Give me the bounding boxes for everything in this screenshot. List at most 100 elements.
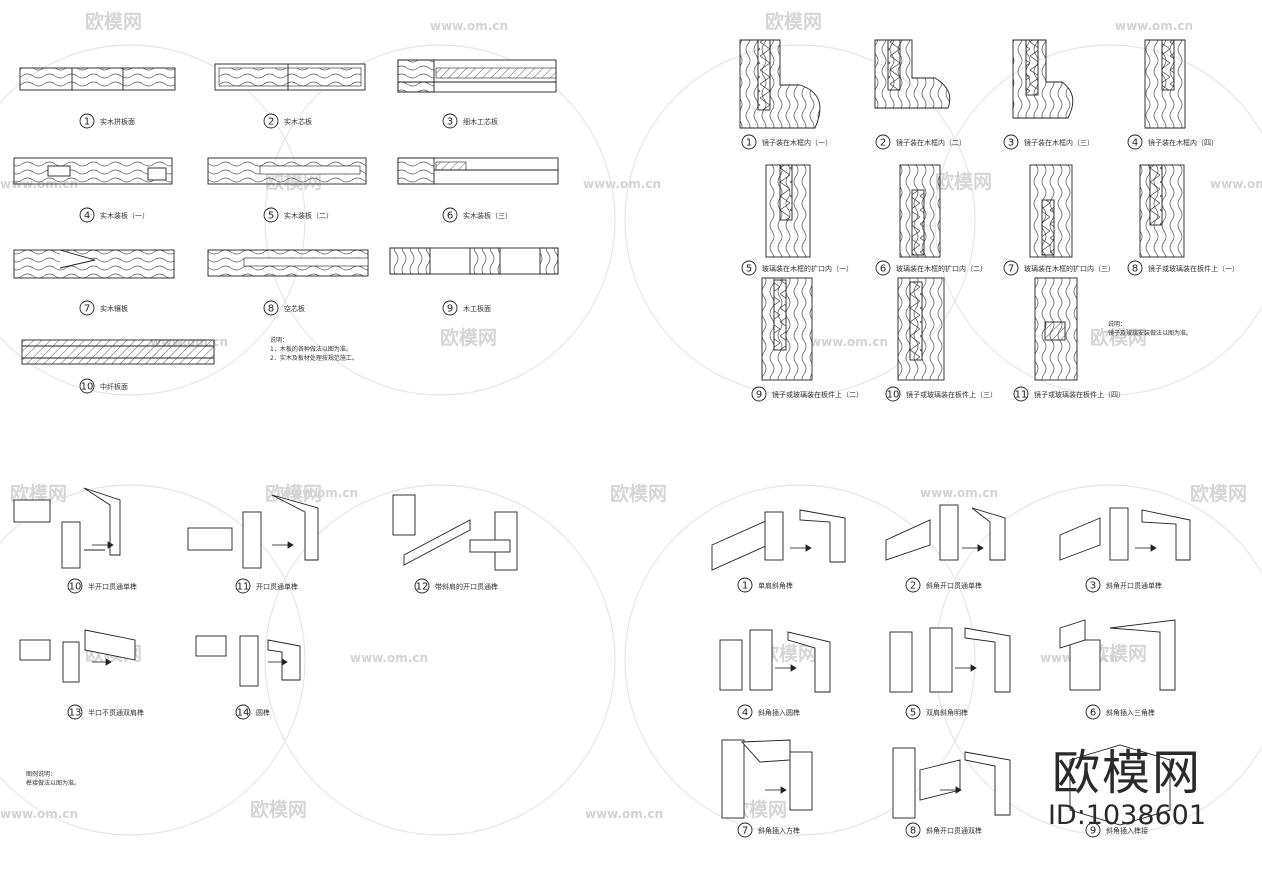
caption-number-circle [263,113,279,129]
caption-number-circle [414,578,430,594]
caption-number: 3 [1090,581,1096,592]
note-line: 榫接做法以图为准。 [26,779,80,787]
watermark-url: www.om.cn [1115,19,1193,33]
caption-number: 12 [416,582,429,593]
caption-label: 斜角插入圆榫 [758,708,800,717]
note-line: 说明： [1108,320,1126,328]
caption-label: 半开口贯通单榫 [88,582,137,591]
caption-number-circle [885,386,901,402]
caption-number: 14 [237,708,250,719]
caption-number-circle [442,300,458,316]
joint-drawing [392,494,518,571]
caption-number-circle [875,134,891,150]
caption-number: 8 [1132,264,1138,275]
watermark-logo: 欧模网 [440,326,497,349]
note-line: 图例说明： [26,770,56,778]
caption-number: 4 [742,708,748,719]
watermark-url: www.om.cn [583,177,661,191]
caption-number-circle [79,378,95,394]
caption-label: 镜子装在木框内（二） [896,138,966,147]
watermark-url: www.om.cn [0,807,78,821]
caption-number: 3 [447,117,453,128]
watermark-url: www.om.cn [430,19,508,33]
joint-drawing [711,509,846,571]
caption-number: 7 [742,826,748,837]
caption-number-circle [1085,577,1101,593]
caption-number-circle [235,704,251,720]
caption-label: 实木拼板面 [100,117,135,126]
caption-number: 3 [1008,138,1014,149]
joint-drawing [892,747,1011,819]
note-line: 2．实木及板材处理按规范施工。 [270,354,358,362]
caption-number: 5 [910,708,916,719]
brand-block: 欧模网 ID:1038601 [1032,745,1222,831]
caption-label: 镜子或玻璃装在板件上（一） [1148,264,1239,273]
caption-label: 实木装板（三） [463,211,512,220]
joint-drawing [1059,507,1191,561]
caption-number-circle [741,260,757,276]
caption-number: 5 [268,211,274,222]
caption-label: 中纤板面 [100,382,128,391]
board-drawing [13,157,173,185]
caption-number-circle [751,386,767,402]
caption-number-circle [1003,134,1019,150]
watermark-logo: 欧模网 [265,482,322,505]
caption-number-circle [737,822,753,838]
sheet-glass-sections [739,39,1186,381]
caption-number-circle [79,113,95,129]
watermark-logo: 欧模网 [610,482,667,505]
caption-number-circle [442,113,458,129]
note-line: 说明： [270,336,288,344]
frame-section [874,39,951,109]
sheet-panel-sections [13,59,559,365]
caption-number: 7 [1008,264,1014,275]
caption-number: 1 [742,581,748,592]
caption-label: 斜角开口贯通单榫 [926,581,982,590]
joint-arrows [92,541,1157,794]
caption-number-circle [235,578,251,594]
watermark-logo: 欧模网 [935,170,992,193]
caption-label: 镜子或玻璃装在板件上（四） [1034,390,1125,399]
caption-label: 开口贯通单榫 [256,582,298,591]
watermark-url: www.om.cn [280,486,358,500]
caption-number-circle [737,577,753,593]
caption-number-circle [67,578,83,594]
caption-label: 斜角插入三角榫 [1106,708,1155,717]
caption-label: 斜角开口贯通双榫 [926,826,982,835]
caption-label: 实木镶板 [100,304,128,313]
watermark-url: www.om.cn [920,486,998,500]
note-line: 镜子及玻璃安装做法以图为准。 [1108,329,1192,337]
caption-label: 双肩斜角明榫 [926,708,968,717]
caption-label: 镜子或玻璃装在板件上（三） [906,390,997,399]
caption-label: 细木工芯板 [463,117,498,126]
caption-number-circle [905,704,921,720]
caption-number-circle [1085,822,1101,838]
caption-label: 实木装板（一） [100,211,149,220]
caption-number: 2 [880,138,886,149]
brand-id: ID:1038601 [1047,800,1207,831]
caption-number: 13 [69,708,82,719]
caption-number-circle [1127,134,1143,150]
caption-label: 玻璃装在木框的扩口内（一） [762,264,853,273]
caption-number-circle [263,300,279,316]
watermark-logo: 欧模网 [765,10,822,33]
